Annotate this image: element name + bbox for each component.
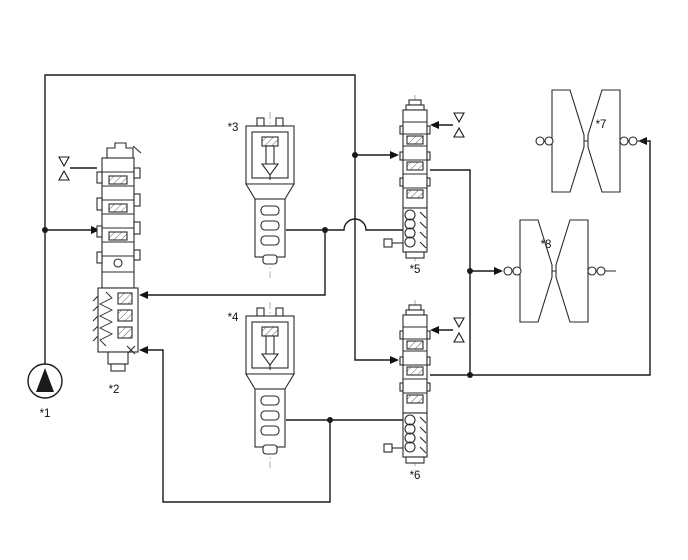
pump-supply-line [44, 74, 397, 364]
flow-direction-arrows [91, 121, 647, 364]
oil-pump-symbol [27, 363, 63, 399]
junction-dots [42, 152, 473, 423]
arrow-into-valve-body-right-upper [139, 291, 148, 299]
branch-to-valve-body-lower [141, 349, 331, 503]
drain-symbols [58, 112, 465, 343]
label-solenoid-valve-1: *3 [228, 122, 239, 134]
label-pulley-1: *7 [596, 119, 607, 131]
control-valve-1-output-line [430, 169, 471, 375]
arrow-into-valve-body-right-lower [139, 346, 148, 354]
branch-to-valve-body-upper [141, 230, 326, 296]
arrow-into-pulley-2 [494, 267, 503, 275]
solenoid-1-output-line [286, 218, 403, 231]
label-valve-body: *2 [109, 384, 120, 396]
arrow-drain-control-valve-1 [430, 121, 439, 129]
drain-symbol-control-valve-2 [453, 317, 465, 343]
arrow-into-control-valve-1 [390, 151, 399, 159]
arrow-into-control-valve-2 [390, 356, 399, 364]
label-pulley-2: *8 [541, 239, 552, 251]
drain-symbol-control-valve-1 [453, 112, 465, 138]
label-solenoid-valve-2: *4 [228, 312, 239, 324]
label-pump: *1 [40, 408, 51, 420]
arrow-into-valve-body-left [91, 226, 100, 234]
arrow-drain-control-valve-2 [430, 326, 439, 334]
drain-symbol-valve-body [58, 156, 70, 181]
label-control-valve-2: *6 [410, 470, 421, 482]
valve-body-symbol [92, 142, 142, 372]
label-control-valve-1: *5 [410, 264, 421, 276]
